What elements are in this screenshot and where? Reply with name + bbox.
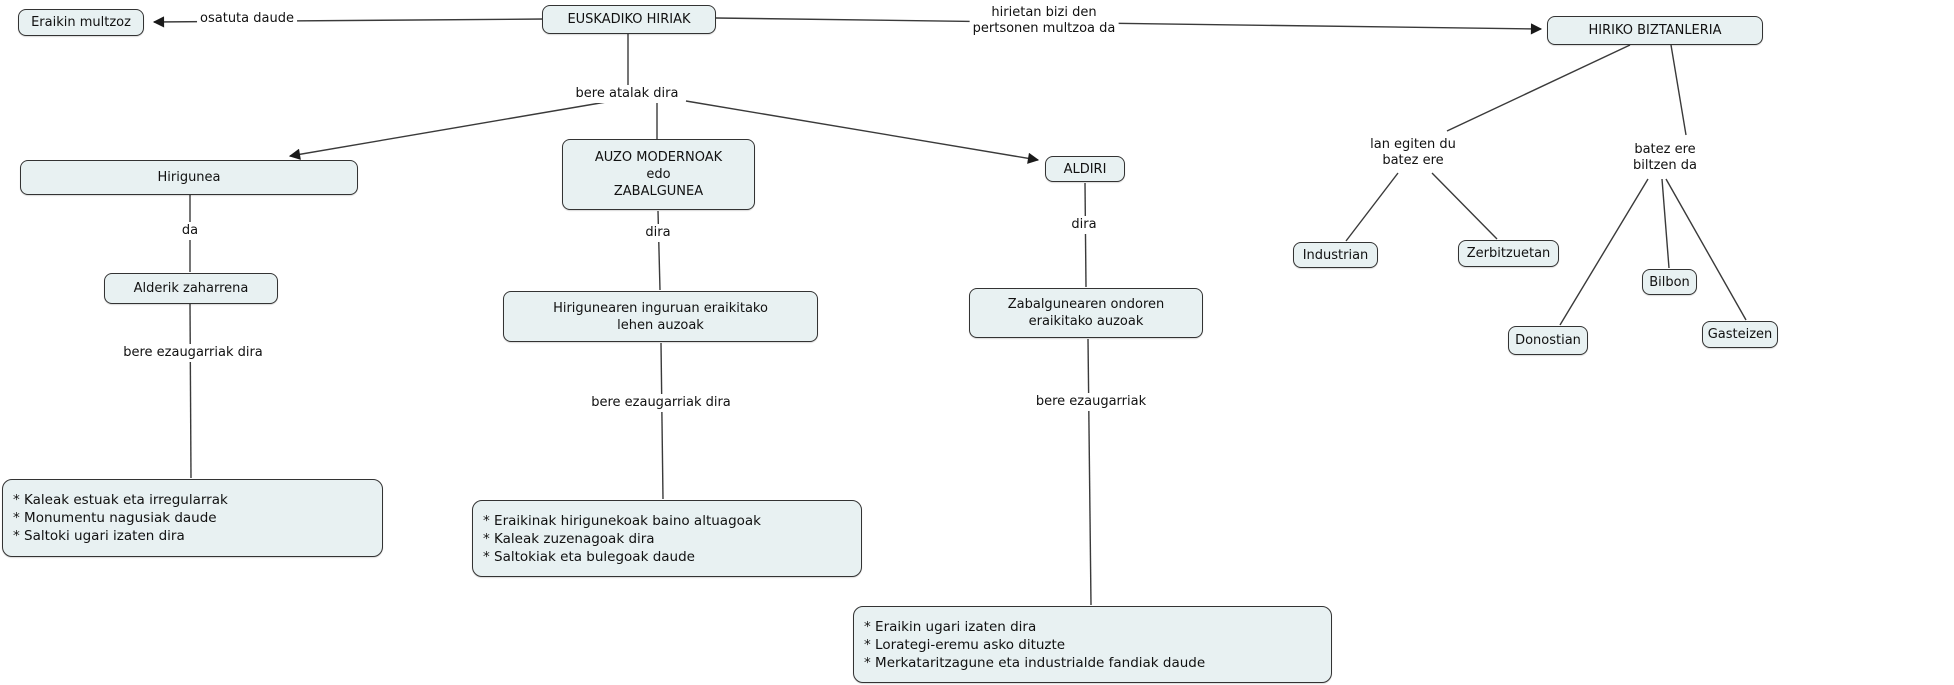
feature-item: * Lorategi-eremu asko dituzte bbox=[864, 636, 1066, 653]
node-zerbitzuetan[interactable]: Zerbitzuetan bbox=[1458, 240, 1559, 267]
link-label-hirietan-bizi[interactable]: hirietan bizi den pertsonen multzoa da bbox=[969, 4, 1119, 38]
link-label-ezaugarriak-aldiri[interactable]: bere ezaugarriak bbox=[1032, 393, 1150, 411]
link-label-dira-auzo[interactable]: dira bbox=[642, 224, 674, 242]
node-bilbon[interactable]: Bilbon bbox=[1642, 269, 1697, 295]
link-atalak-aldiri bbox=[685, 100, 1040, 164]
feature-item: * Saltokiak eta bulegoak daude bbox=[483, 548, 695, 565]
node-label-line: eraikitako auzoak bbox=[1028, 314, 1144, 329]
node-hirigunearen-auzoak[interactable]: Hirigunearen inguruan eraikitako lehen a… bbox=[503, 291, 818, 342]
link-label-osatuta-daude[interactable]: osatuta daude bbox=[197, 10, 297, 28]
node-industrian[interactable]: Industrian bbox=[1293, 242, 1378, 268]
node-auzo-modernoak[interactable]: AUZO MODERNOAK edo ZABALGUNEA bbox=[562, 139, 755, 210]
link-alderik-ezaugarriak bbox=[189, 303, 192, 479]
link-label-bere-atalak-dira[interactable]: bere atalak dira bbox=[572, 85, 682, 103]
node-hiriko-biztanleria[interactable]: HIRIKO BIZTANLERIA bbox=[1547, 16, 1763, 45]
node-label-line: ZABALGUNEA bbox=[613, 184, 704, 199]
link-biltzen-gasteizen bbox=[1665, 178, 1747, 321]
node-aldiri-features[interactable]: * Eraikin ugari izaten dira * Lorategi-e… bbox=[853, 606, 1332, 683]
link-biztanleria-lan bbox=[1446, 44, 1631, 132]
node-label-line: AUZO MODERNOAK bbox=[594, 150, 723, 165]
feature-item: * Saltoki ugari izaten dira bbox=[13, 528, 185, 544]
link-label-line: hirietan bizi den bbox=[991, 5, 1097, 20]
link-label-da[interactable]: da bbox=[178, 222, 202, 240]
link-aldiri-dira bbox=[1084, 182, 1087, 288]
node-label-line: edo bbox=[646, 167, 671, 182]
link-atalak-hirigunea bbox=[288, 100, 613, 160]
link-biltzen-bilbon bbox=[1661, 178, 1670, 269]
link-lan-zerbitzuetan bbox=[1431, 172, 1498, 240]
link-label-lan-egiten[interactable]: lan egiten du batez ere bbox=[1367, 136, 1459, 170]
node-hirigunea-features[interactable]: * Kaleak estuak eta irregularrak * Monum… bbox=[2, 479, 383, 557]
feature-item: * Kaleak estuak eta irregularrak bbox=[13, 492, 228, 508]
node-eraikin-multzoz[interactable]: Eraikin multzoz bbox=[18, 9, 144, 36]
link-label-dira-aldiri[interactable]: dira bbox=[1068, 216, 1100, 234]
feature-item: * Kaleak zuzenagoak dira bbox=[483, 530, 655, 547]
node-zabalgunearen-auzoak[interactable]: Zabalgunearen ondoren eraikitako auzoak bbox=[969, 288, 1203, 338]
link-label-line: pertsonen multzoa da bbox=[972, 21, 1116, 36]
link-biztanleria-biltzen bbox=[1670, 44, 1687, 136]
node-label-line: lehen auzoak bbox=[617, 317, 704, 333]
feature-item: * Merkataritzagune eta industrialde fand… bbox=[864, 654, 1206, 671]
link-zabalgunearen-ezaugarriak bbox=[1087, 338, 1092, 606]
feature-item: * Monumentu nagusiak daude bbox=[13, 510, 217, 526]
node-label-line: Zabalgunearen ondoren bbox=[1007, 297, 1165, 312]
feature-item: * Eraikin ugari izaten dira bbox=[864, 618, 1037, 635]
node-aldiri[interactable]: ALDIRI bbox=[1045, 156, 1125, 182]
node-label-line: Hirigunearen inguruan eraikitako bbox=[553, 300, 768, 316]
link-auzo-dira bbox=[657, 210, 661, 291]
link-hirigunearen-ezaugarriak bbox=[660, 342, 664, 500]
link-label-line: batez ere bbox=[1634, 142, 1696, 157]
link-label-batez-ere[interactable]: batez ere biltzen da bbox=[1630, 141, 1700, 175]
link-lan-industrian bbox=[1345, 172, 1399, 242]
link-biltzen-donostian bbox=[1559, 178, 1649, 326]
node-gasteizen[interactable]: Gasteizen bbox=[1702, 321, 1778, 348]
link-euskadiko-biztanleria bbox=[715, 17, 1543, 35]
node-hirigunea[interactable]: Hirigunea bbox=[20, 160, 358, 195]
link-label-ezaugarriak-hirigunea[interactable]: bere ezaugarriak dira bbox=[120, 344, 266, 362]
link-label-line: lan egiten du bbox=[1370, 137, 1456, 152]
link-label-line: batez ere bbox=[1382, 153, 1444, 168]
node-alderik-zaharrena[interactable]: Alderik zaharrena bbox=[104, 273, 278, 304]
link-label-ezaugarriak-auzo[interactable]: bere ezaugarriak dira bbox=[588, 394, 734, 412]
link-label-line: biltzen da bbox=[1633, 158, 1697, 173]
feature-item: * Eraikinak hirigunekoak baino altuagoak bbox=[483, 512, 761, 529]
node-donostian[interactable]: Donostian bbox=[1508, 326, 1588, 355]
node-auzo-features[interactable]: * Eraikinak hirigunekoak baino altuagoak… bbox=[472, 500, 862, 577]
node-euskadiko-hiriak[interactable]: EUSKADIKO HIRIAK bbox=[542, 5, 716, 34]
